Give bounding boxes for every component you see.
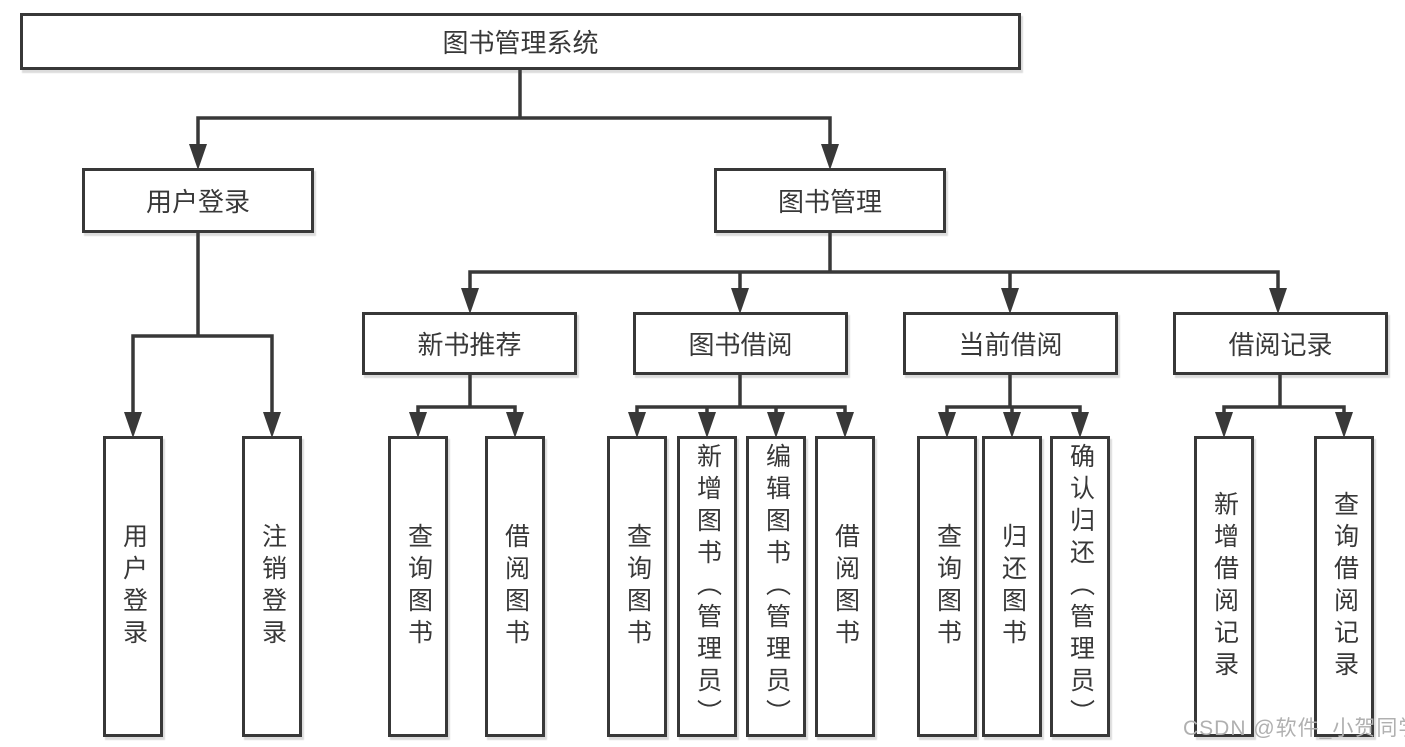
connector-borrowing-records-to-leaves	[1222, 373, 1346, 418]
leaf-label: 借阅图书	[831, 522, 860, 651]
connector-user-login-to-leaves	[131, 231, 274, 416]
connector-book-management-to-level2	[468, 231, 1280, 294]
node-new-book-recommendation: 新书推荐	[362, 312, 577, 375]
leaf-borrow-books-borrowing: 借阅图书	[815, 436, 875, 737]
leaf-edit-books-admin: 编辑图书（管理员）	[746, 436, 806, 737]
leaf-add-borrow-records: 新增借阅记录	[1194, 436, 1254, 737]
node-library-management-system: 图书管理系统	[20, 13, 1021, 70]
node-label: 图书借阅	[688, 330, 793, 360]
node-label: 图书管理	[777, 187, 882, 217]
leaf-return-books: 归还图书	[982, 436, 1042, 737]
leaf-query-books-recommend: 查询图书	[388, 436, 448, 737]
arrowhead-icons	[124, 144, 1353, 438]
leaf-label: 归还图书	[998, 522, 1027, 651]
node-borrowing-records: 借阅记录	[1173, 312, 1388, 375]
connector-root-to-level1	[196, 68, 832, 150]
leaf-label: 借阅图书	[501, 522, 530, 651]
leaf-label: 注销登录	[258, 522, 287, 651]
connector-new-book-recommend-to-leaves	[416, 373, 517, 418]
node-label: 用户登录	[145, 187, 250, 217]
leaf-label: 用户登录	[119, 522, 148, 651]
node-label: 借阅记录	[1228, 330, 1333, 360]
leaf-label: 查询图书	[933, 522, 962, 651]
leaf-label: 查询图书	[404, 522, 433, 651]
csdn-watermark: CSDN @软件_小贺同学	[1183, 717, 1405, 740]
leaf-query-books-borrowing: 查询图书	[607, 436, 667, 737]
leaf-confirm-return-admin: 确认归还（管理员）	[1050, 436, 1110, 737]
connector-book-borrowing-to-leaves	[635, 373, 847, 418]
node-label: 新书推荐	[417, 330, 522, 360]
leaf-borrow-books-recommend: 借阅图书	[485, 436, 545, 737]
leaf-user-login: 用户登录	[103, 436, 163, 737]
leaf-query-borrow-records: 查询借阅记录	[1314, 436, 1374, 737]
node-book-management: 图书管理	[714, 168, 946, 233]
node-user-login: 用户登录	[82, 168, 314, 233]
leaf-query-books-current: 查询图书	[917, 436, 977, 737]
node-label: 图书管理系统	[442, 28, 599, 58]
leaf-label: 新增借阅记录	[1210, 490, 1239, 683]
leaf-label: 确认归还（管理员）	[1066, 442, 1095, 731]
node-label: 当前借阅	[958, 330, 1063, 360]
leaf-logout-login: 注销登录	[242, 436, 302, 737]
connector-current-borrowing-to-leaves	[945, 373, 1082, 418]
leaf-label: 查询借阅记录	[1330, 490, 1359, 683]
node-book-borrowing: 图书借阅	[633, 312, 848, 375]
leaf-label: 编辑图书（管理员）	[762, 442, 791, 731]
leaf-label: 新增图书（管理员）	[693, 442, 722, 731]
leaf-add-books-admin: 新增图书（管理员）	[677, 436, 737, 737]
leaf-label: 查询图书	[623, 522, 652, 651]
node-current-borrowing: 当前借阅	[903, 312, 1118, 375]
